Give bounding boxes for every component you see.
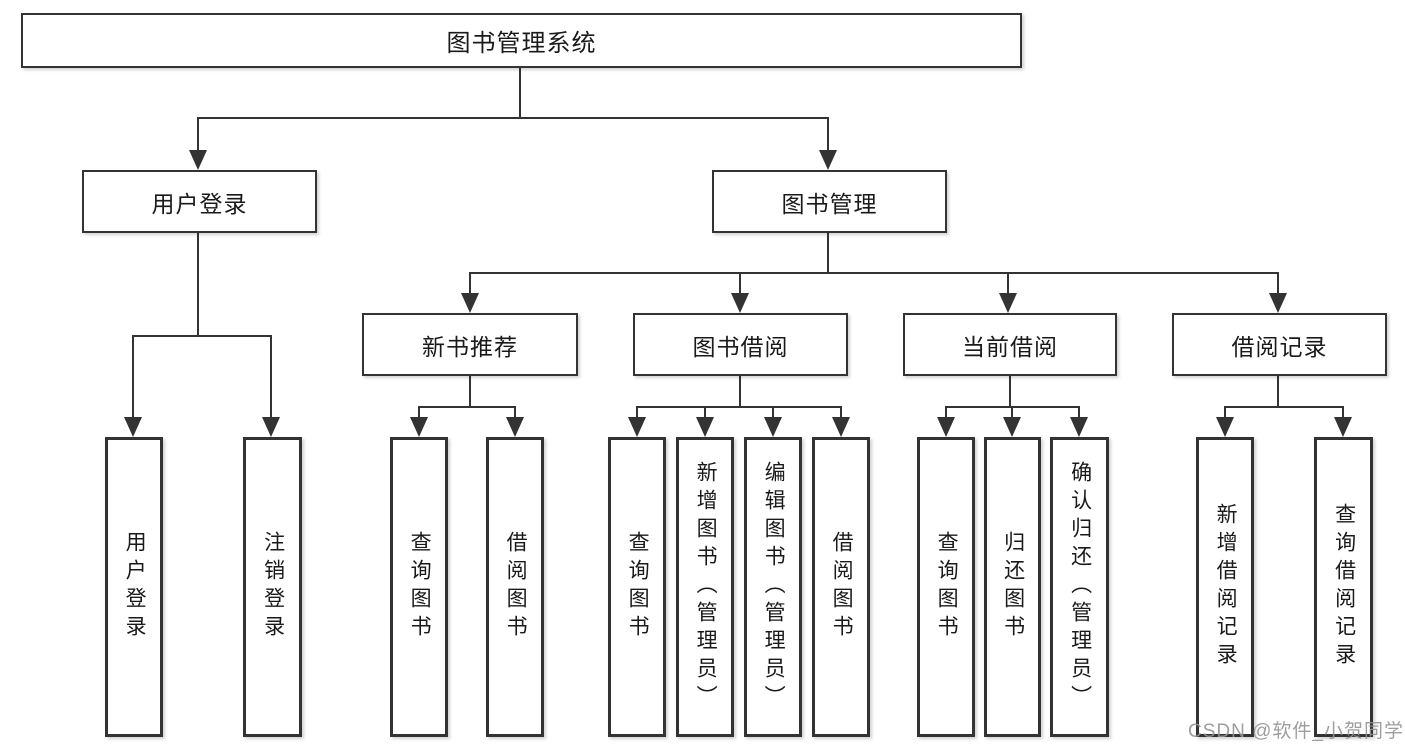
connector-line-vertical <box>132 336 134 420</box>
node-leaf-borrow-book-2: 借阅图书 <box>812 437 870 737</box>
node-label: 归还图书 <box>1001 531 1025 643</box>
node-leaf-edit-book: 编辑图书（管理员） <box>744 437 802 737</box>
node-leaf-query-borrow-record: 查询借阅记录 <box>1314 437 1373 737</box>
node-label: 查询图书 <box>626 531 650 643</box>
connector-line-vertical <box>1224 407 1226 420</box>
node-root: 图书管理系统 <box>21 13 1022 68</box>
node-label: 用户登录 <box>123 531 147 643</box>
node-label: 用户登录 <box>151 190 248 217</box>
node-leaf-user-login: 用户登录 <box>105 437 163 737</box>
arrowhead-down-icon <box>1334 417 1352 437</box>
arrowhead-down-icon <box>731 293 749 313</box>
connector-line-vertical <box>418 407 420 420</box>
connector-line-vertical <box>270 336 272 420</box>
arrowhead-down-icon <box>628 417 646 437</box>
node-label: 借阅图书 <box>504 531 528 643</box>
connector-line-vertical <box>1277 273 1279 296</box>
node-label: 编辑图书（管理员） <box>762 461 786 713</box>
node-label: 新增借阅记录 <box>1214 503 1238 671</box>
node-label: 确认归还（管理员） <box>1068 461 1092 713</box>
node-leaf-logout: 注销登录 <box>243 437 302 737</box>
node-book-mgmt: 图书管理 <box>712 170 947 233</box>
arrowhead-down-icon <box>262 417 280 437</box>
arrowhead-down-icon <box>764 417 782 437</box>
connector-line-vertical <box>469 273 471 296</box>
csdn-watermark: CSDN @软件_小贺同学 <box>1188 721 1404 742</box>
node-leaf-query-book-3: 查询图书 <box>917 437 975 737</box>
arrowhead-down-icon <box>696 417 714 437</box>
connector-line-vertical <box>636 407 638 420</box>
node-label: 查询图书 <box>935 531 959 643</box>
node-leaf-add-book: 新增图书（管理员） <box>676 437 734 737</box>
node-label: 图书借阅 <box>692 333 789 360</box>
node-label: 借阅图书 <box>830 531 854 643</box>
arrowhead-down-icon <box>1216 417 1234 437</box>
node-label: 当前借阅 <box>962 333 1058 360</box>
node-leaf-borrow-book-1: 借阅图书 <box>486 437 544 737</box>
connector-line-horizontal <box>636 406 842 408</box>
connector-line-vertical <box>197 118 199 152</box>
arrowhead-down-icon <box>832 417 850 437</box>
node-user-login: 用户登录 <box>82 170 317 233</box>
node-leaf-confirm-return: 确认归还（管理员） <box>1050 437 1109 737</box>
node-leaf-add-borrow-record: 新增借阅记录 <box>1196 437 1254 737</box>
arrowhead-down-icon <box>937 417 955 437</box>
connector-line-vertical <box>1342 407 1344 420</box>
node-label: 图书管理系统 <box>446 30 597 57</box>
node-leaf-query-book-2: 查询图书 <box>608 437 666 737</box>
connector-line-vertical <box>772 407 774 420</box>
node-label: 图书管理 <box>781 190 878 217</box>
node-new-book-rec: 新书推荐 <box>362 313 578 376</box>
connector-line-horizontal <box>469 272 1279 274</box>
node-label: 新增图书（管理员） <box>694 461 718 713</box>
node-borrow-record: 借阅记录 <box>1172 313 1387 376</box>
arrowhead-down-icon <box>124 417 142 437</box>
connector-line-vertical <box>827 233 829 273</box>
connector-line-vertical <box>1007 273 1009 296</box>
connector-line-vertical <box>827 118 829 152</box>
connector-line-horizontal <box>132 335 272 337</box>
arrowhead-down-icon <box>1269 293 1287 313</box>
arrowhead-down-icon <box>819 150 837 170</box>
node-label: 查询借阅记录 <box>1332 503 1356 671</box>
connector-line-vertical <box>514 407 516 420</box>
connector-line-horizontal <box>197 117 829 119</box>
connector-line-vertical <box>469 376 471 408</box>
connector-line-vertical <box>197 233 199 337</box>
connector-line-vertical <box>1009 376 1011 408</box>
arrowhead-down-icon <box>461 293 479 313</box>
connector-line-vertical <box>739 273 741 296</box>
connector-line-horizontal <box>1224 406 1344 408</box>
node-label: 新书推荐 <box>422 333 518 360</box>
arrowhead-down-icon <box>506 417 524 437</box>
node-book-borrow: 图书借阅 <box>633 313 848 376</box>
connector-line-horizontal <box>418 406 516 408</box>
node-label: 借阅记录 <box>1231 333 1328 360</box>
connector-line-vertical <box>1078 407 1080 420</box>
connector-line-vertical <box>739 376 741 408</box>
arrowhead-down-icon <box>1070 417 1088 437</box>
connector-line-vertical <box>1011 407 1013 420</box>
node-label: 查询图书 <box>408 531 432 643</box>
connector-line-vertical <box>840 407 842 420</box>
node-leaf-return-book: 归还图书 <box>984 437 1041 737</box>
node-label: 注销登录 <box>261 531 285 643</box>
connector-line-vertical <box>945 407 947 420</box>
connector-line-vertical <box>519 68 521 118</box>
connector-line-horizontal <box>945 406 1080 408</box>
arrowhead-down-icon <box>1003 417 1021 437</box>
connector-line-vertical <box>1277 376 1279 408</box>
connector-line-vertical <box>704 407 706 420</box>
node-leaf-query-book-1: 查询图书 <box>390 437 448 737</box>
node-current-borrow: 当前借阅 <box>903 313 1117 376</box>
arrowhead-down-icon <box>999 293 1017 313</box>
arrowhead-down-icon <box>410 417 428 437</box>
arrowhead-down-icon <box>189 150 207 170</box>
